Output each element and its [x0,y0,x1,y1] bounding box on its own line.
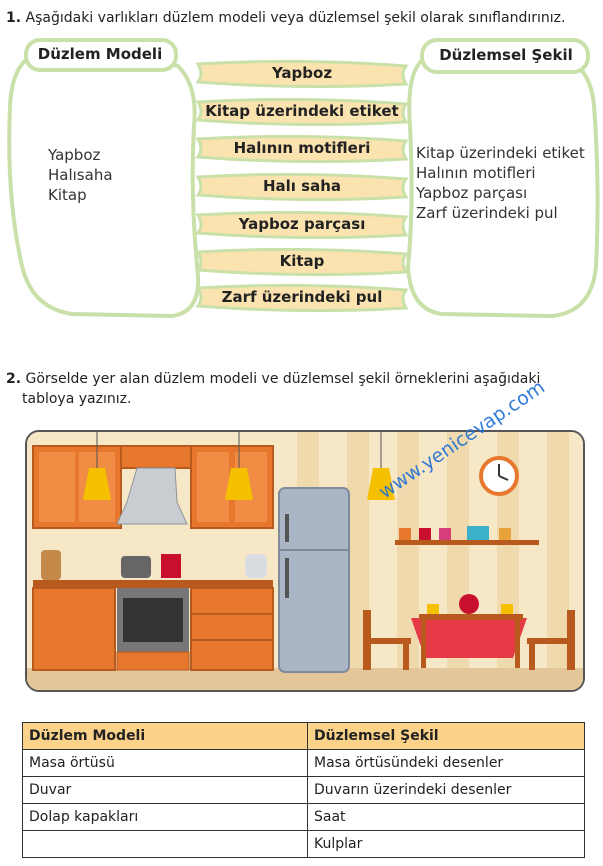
list-item: Kitap üzerindeki etiket [416,144,585,162]
question-text: Aşağıdaki varlıkları düzlem modeli veya … [25,10,566,26]
plane-model-title: Düzlem Modeli [37,45,163,63]
banner-label: Zarf üzerindeki pul [221,288,383,306]
table-row: Masa örtüsü Masa örtüsündeki desenler [22,749,585,777]
column-header: Düzlemsel Şekil [307,722,585,750]
list-item: Yapboz [48,146,101,164]
table-cell: Masa örtüsündeki desenler [307,749,585,777]
list-item: Zarf üzerindeki pul [416,204,558,222]
question-number: 2. [6,371,22,387]
banner-item: Kitap üzerindeki etiket [194,97,410,127]
table-cell: Dolap kapakları [22,803,308,831]
table-cell: Duvar [22,776,308,804]
table-row: Kulplar [22,830,585,858]
plane-shape-bag [405,38,600,319]
question-text-line2: tabloya yazınız. [22,391,132,407]
banner-label: Halının motifleri [233,139,371,157]
banner-label: Yapboz parçası [238,215,366,233]
table-header-row: Düzlem Modeli Düzlemsel Şekil [22,722,585,750]
banner-item: Yapboz parçası [194,210,410,240]
column-header: Düzlem Modeli [22,722,308,750]
banner-item: Halının motifleri [194,134,410,164]
table-cell [22,830,308,858]
banner-item: Zarf üzerindeki pul [194,283,410,313]
table-row: Duvar Duvarın üzerindeki desenler [22,776,585,804]
banner-label: Kitap üzerindeki etiket [205,102,399,120]
table-cell: Duvarın üzerindeki desenler [307,776,585,804]
answer-table: Düzlem Modeli Düzlemsel Şekil Masa örtüs… [22,722,585,858]
plane-model-list: Yapboz Halısaha Kitap [48,145,113,205]
table-cell: Kulplar [307,830,585,858]
banner-item: Kitap [194,247,410,277]
question-number: 1. [6,10,22,26]
table-row: Dolap kapakları Saat [22,803,585,831]
banner-item: Yapboz [194,59,410,89]
plane-shape-list: Kitap üzerindeki etiket Halının motifler… [416,143,585,223]
list-item: Kitap [48,186,87,204]
list-item: Halının motifleri [416,164,536,182]
table-cell: Saat [307,803,585,831]
table-cell: Masa örtüsü [22,749,308,777]
banner-item: Halı saha [194,172,410,202]
plane-model-bag [7,38,201,319]
banner-label: Yapboz [271,64,333,82]
kitchen-illustration [25,430,585,692]
banner-label: Kitap [279,252,325,270]
question-1: 1. Aşağıdaki varlıkları düzlem modeli ve… [6,8,601,28]
plane-shape-title: Düzlemsel Şekil [439,46,573,64]
list-item: Yapboz parçası [416,184,528,202]
list-item: Halısaha [48,166,113,184]
question-text-line1: Görselde yer alan düzlem modeli ve düzle… [25,371,541,387]
question-2: 2. Görselde yer alan düzlem modeli ve dü… [6,369,591,409]
banner-label: Halı saha [262,177,342,195]
